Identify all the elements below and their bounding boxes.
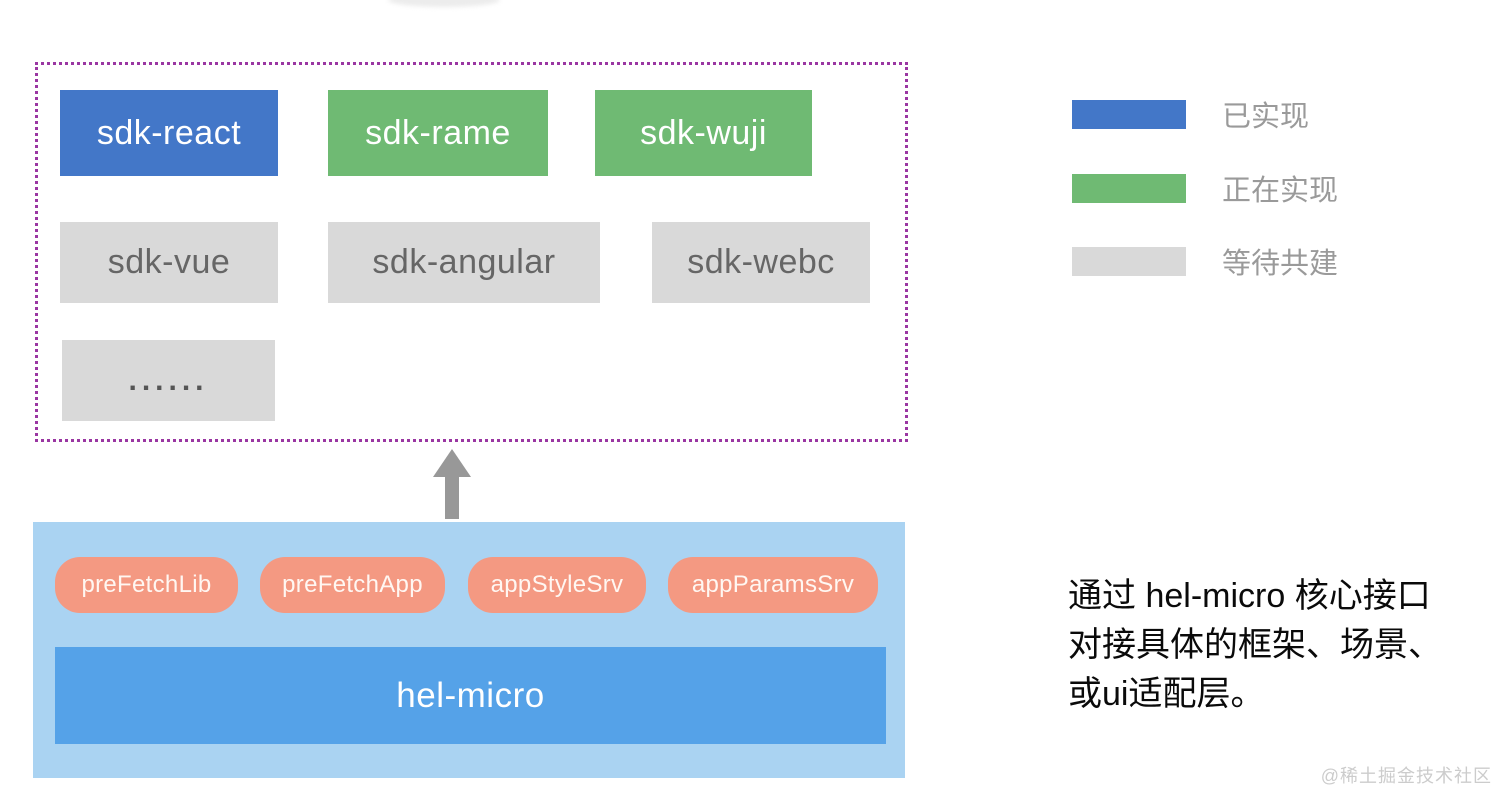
api-pill-appstylesrv: appStyleSrv (468, 557, 646, 613)
sdk-block-vue: sdk-vue (60, 222, 278, 303)
api-pill-appparamssrv: appParamsSrv (668, 557, 878, 613)
legend-label: 等待共建 (1222, 248, 1339, 280)
caption-text: 通过 hel-micro 核心接口 对接具体的框架、场景、 或ui适配层。 (1068, 572, 1498, 719)
sdk-block-label: sdk-rame (365, 113, 511, 152)
sdk-block-rame: sdk-rame (328, 90, 548, 176)
api-pill-label: preFetchLib (81, 571, 212, 598)
sdk-block-label: sdk-vue (107, 243, 231, 281)
artifact-smudge (388, 0, 500, 7)
legend-label: 正在实现 (1222, 175, 1339, 207)
api-pill-label: preFetchApp (282, 571, 423, 598)
hel-micro-label: hel-micro (396, 675, 545, 715)
watermark: @稀土掘金技术社区 (1320, 766, 1492, 786)
api-pill-label: appStyleSrv (490, 571, 624, 598)
legend-swatch-gray (1072, 246, 1186, 276)
legend-row-waiting: 等待共建 (1072, 240, 1338, 282)
api-pill-label: appParamsSrv (691, 571, 855, 598)
sdk-block-label: sdk-angular (372, 243, 556, 281)
sdk-layer-outline (35, 62, 908, 442)
up-arrow-shaft (445, 475, 459, 519)
caption-line: 通过 hel-micro 核心接口 (1068, 577, 1431, 615)
up-arrow-icon (433, 449, 471, 477)
sdk-block-ellipsis: ...... (62, 340, 275, 421)
sdk-block-label: sdk-webc (687, 243, 835, 281)
hel-micro-container: preFetchLib preFetchApp appStyleSrv appP… (33, 522, 905, 778)
sdk-block-angular: sdk-angular (328, 222, 600, 303)
api-pill-prefetchapp: preFetchApp (260, 557, 445, 613)
hel-micro-core-bar: hel-micro (55, 647, 886, 744)
legend-row-implemented: 已实现 (1072, 93, 1309, 135)
sdk-block-label: ...... (128, 363, 209, 397)
legend-row-in-progress: 正在实现 (1072, 167, 1338, 209)
sdk-block-react: sdk-react (60, 90, 278, 176)
sdk-block-label: sdk-wuji (640, 113, 767, 152)
sdk-block-label: sdk-react (96, 113, 242, 152)
legend-swatch-green (1072, 173, 1186, 203)
sdk-block-webc: sdk-webc (652, 222, 870, 303)
caption-line: 或ui适配层。 (1068, 675, 1265, 713)
api-pill-prefetchlib: preFetchLib (55, 557, 238, 613)
legend-swatch-blue (1072, 99, 1186, 129)
caption-line: 对接具体的框架、场景、 (1068, 626, 1442, 664)
legend-label: 已实现 (1222, 101, 1310, 133)
sdk-block-wuji: sdk-wuji (595, 90, 812, 176)
